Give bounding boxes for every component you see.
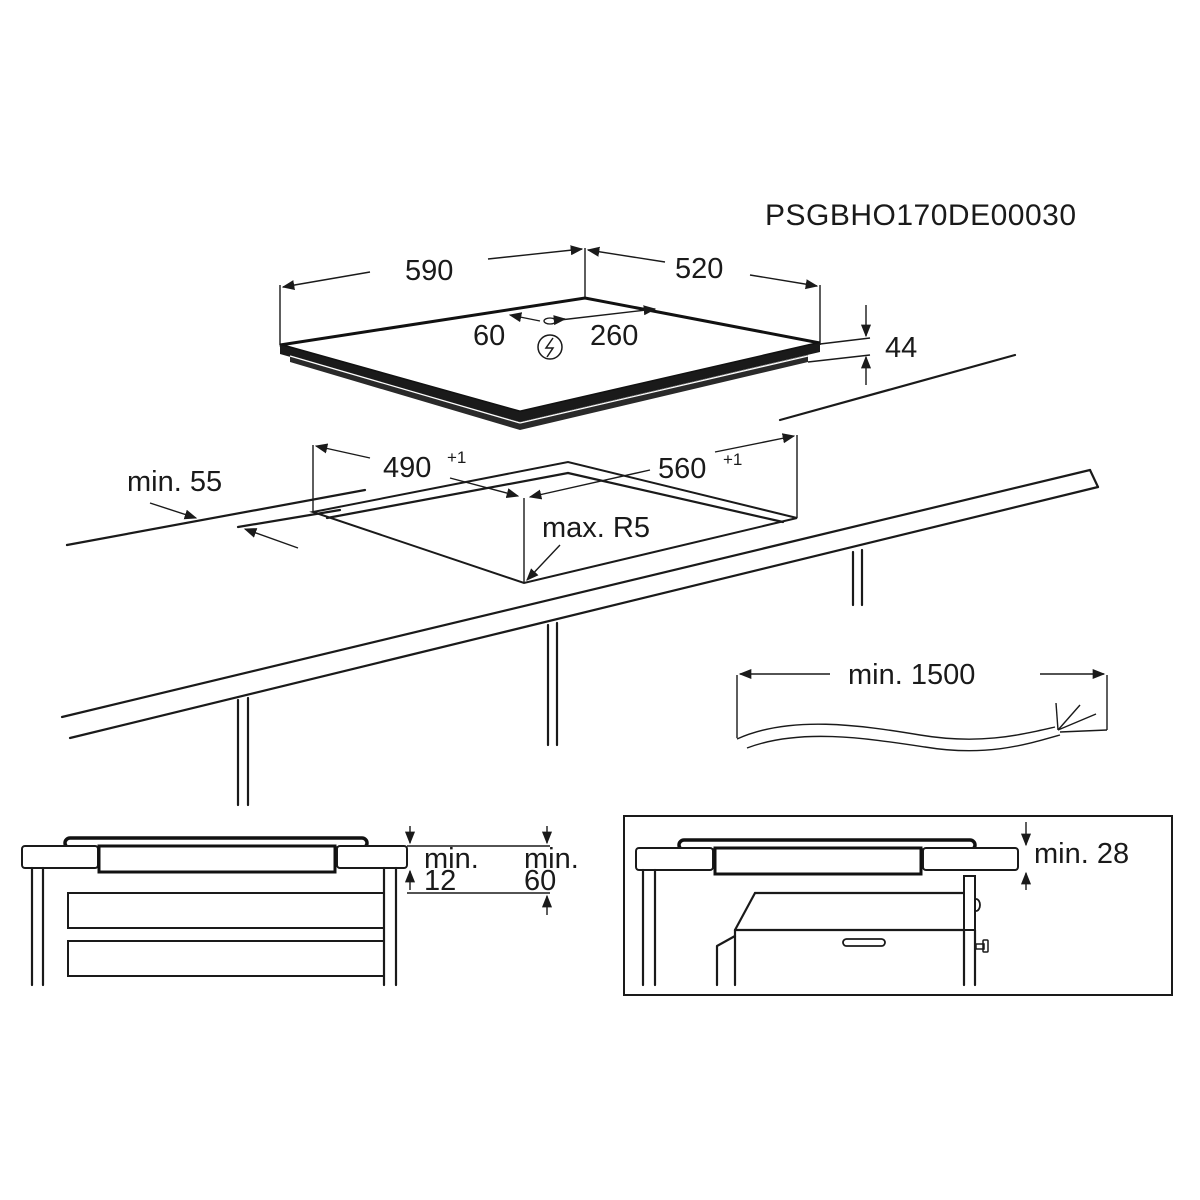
connection-offset-right: 260 xyxy=(590,320,638,352)
section-drawers: min. 12 min. 60 xyxy=(21,826,579,987)
gap-top-value: 12 xyxy=(424,865,456,897)
hob-depth-label: 520 xyxy=(675,253,723,285)
cutout-depth-tolerance: +1 xyxy=(723,450,742,469)
connection-offset-left: 60 xyxy=(473,320,505,352)
front-edge-distance-label: min. 55 xyxy=(127,466,222,498)
worktop-drawing: 490 +1 560 +1 max. R5 min. 55 xyxy=(60,353,1100,807)
gap-total-value: 60 xyxy=(524,865,556,897)
hob-width-label: 590 xyxy=(405,255,453,287)
cable-length-label: min. 1500 xyxy=(848,659,975,691)
hob-height-label: 44 xyxy=(885,332,917,364)
gap-top-min-label: min. xyxy=(424,843,479,875)
cutout-width-tolerance: +1 xyxy=(447,448,466,467)
hob-drawing: 590 520 60 260 44 xyxy=(279,245,917,430)
section-oven: min. 28 xyxy=(623,815,1173,996)
cutout-depth-label: 560 xyxy=(658,453,706,485)
gap-total-min-label: min. xyxy=(524,843,579,875)
corner-radius-label: max. R5 xyxy=(542,512,650,544)
oven-gap-label: min. 28 xyxy=(1034,838,1129,870)
electric-bolt-icon xyxy=(537,334,563,360)
product-code: PSGBHO170DE00030 xyxy=(765,199,1077,232)
cable-drawing: min. 1500 xyxy=(736,659,1108,752)
cutout-width-label: 490 xyxy=(383,452,431,484)
